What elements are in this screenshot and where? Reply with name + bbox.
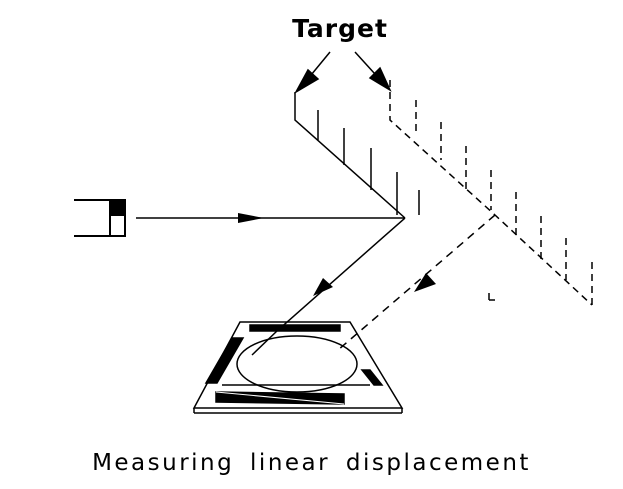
target-surface-displaced	[389, 80, 593, 306]
target-surface-initial	[294, 92, 420, 219]
reflected-beam-displaced	[337, 214, 496, 351]
beam-arrow-icon	[238, 213, 264, 223]
laser-source	[74, 199, 126, 237]
beam-arrow-icon	[414, 273, 436, 292]
detector-base	[192, 321, 404, 414]
incident-beam	[136, 213, 405, 223]
beam-arrow-icon	[313, 278, 333, 296]
reflected-beam-initial	[251, 217, 406, 356]
arrow-icon	[294, 68, 320, 95]
target-pointer-arrows	[294, 51, 392, 95]
figure-caption: Measuring linear displacement	[92, 450, 531, 476]
target-label: Target	[292, 14, 388, 43]
arrow-icon	[368, 66, 392, 92]
